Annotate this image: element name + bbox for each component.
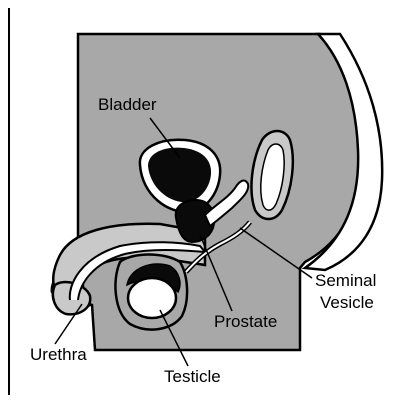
- urethra-label: Urethra: [30, 346, 87, 363]
- seminal-vesicle-label-line2: Vesicle: [320, 294, 374, 311]
- testicle-label: Testicle: [164, 368, 221, 385]
- prostate-label: Prostate: [214, 313, 277, 330]
- seminal-vesicle-label-line1: Seminal: [315, 272, 376, 289]
- bladder-label: Bladder: [98, 96, 157, 113]
- testicle-shape: [128, 278, 176, 318]
